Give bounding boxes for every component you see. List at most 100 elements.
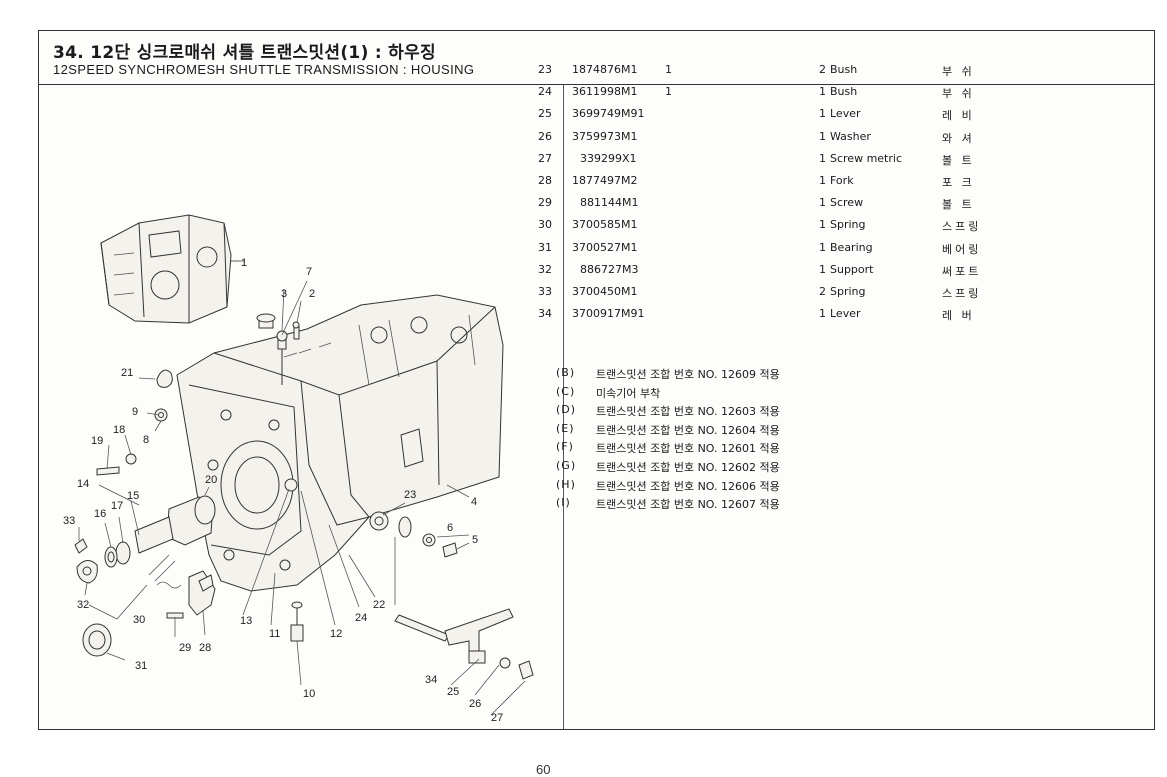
- parts-row: 27 339299X1 1 Screw metric 볼 트: [530, 149, 1010, 171]
- part-name-english: Support: [830, 262, 874, 276]
- callout-11: 11: [269, 628, 280, 640]
- callout-19: 19: [91, 435, 103, 447]
- shift-fork-illustration: [166, 570, 216, 619]
- transmission-overview-illustration: [100, 214, 245, 324]
- part-quantity: 1: [819, 218, 826, 232]
- part-name-english: Lever: [830, 307, 861, 321]
- part-ref-no: 28: [538, 173, 552, 187]
- note-text: 트랜스밋션 조합 번호 NO. 12602 적용: [596, 460, 780, 474]
- part-number: 1877497M2: [572, 173, 638, 187]
- part-number: 339299X1: [580, 151, 637, 165]
- page-number: 60: [536, 762, 551, 777]
- callout-15: 15: [127, 490, 139, 502]
- part-ref-no: 31: [538, 240, 552, 254]
- part-name-korean: 레 버: [942, 309, 975, 323]
- part-number: 3700450M1: [572, 284, 638, 298]
- part-name-english: Washer: [830, 129, 871, 143]
- part-name-english: Spring: [830, 284, 866, 298]
- note-text: 트랜스밋션 조합 번호 NO. 12607 적용: [596, 498, 780, 512]
- note-row: (H)트랜스밋션 조합 번호 NO. 12606 적용: [556, 476, 956, 495]
- part-quantity: 1: [819, 173, 826, 187]
- callout-12: 12: [330, 628, 342, 640]
- callout-labels: 1 2 3 4 5 6 7 8 9 10 11 12 13 14 15 16 1…: [63, 257, 503, 724]
- part-name-english: Screw: [830, 196, 864, 210]
- page-title-english: 12SPEED SYNCHROMESH SHUTTLE TRANSMISSION…: [53, 62, 475, 77]
- note-key: (F): [556, 440, 574, 454]
- note-row: (D)트랜스밋션 조합 번호 NO. 12603 적용: [556, 401, 956, 420]
- part-ref-no: 24: [538, 85, 552, 99]
- callout-17: 17: [111, 500, 123, 512]
- part-quantity: 2: [819, 63, 826, 76]
- part-ref-no: 30: [538, 218, 552, 232]
- part-name-english: Screw metric: [830, 151, 902, 165]
- callout-34: 34: [425, 674, 437, 686]
- lever-assembly-illustration: [394, 608, 534, 680]
- callout-14: 14: [77, 478, 89, 490]
- part-name-english: Lever: [830, 107, 861, 121]
- part-name-korean: 볼 트: [942, 153, 975, 167]
- note-key: (H): [556, 477, 576, 491]
- part-name-english: Bush: [830, 63, 858, 76]
- callout-33: 33: [63, 515, 75, 527]
- part-name-korean: 와 셔: [942, 131, 975, 145]
- part-number: 3700585M1: [572, 218, 638, 232]
- note-text: 트랜스밋션 조합 번호 NO. 12601 적용: [596, 442, 780, 456]
- callout-13: 13: [240, 615, 252, 627]
- callout-9: 9: [132, 406, 138, 418]
- part-ref-no: 26: [538, 129, 552, 143]
- note-key: (E): [556, 421, 575, 435]
- part-name-korean: 레 비: [942, 109, 975, 123]
- part-ref-no: 27: [538, 151, 552, 165]
- note-text: 미속기어 부착: [596, 386, 661, 400]
- note-text: 트랜스밋션 조합 번호 NO. 12603 적용: [596, 405, 780, 419]
- note-text: 트랜스밋션 조합 번호 NO. 12609 적용: [596, 368, 780, 381]
- part-number: 1874876M1: [572, 63, 638, 76]
- callout-25: 25: [447, 686, 459, 698]
- part-name-english: Spring: [830, 218, 866, 232]
- part-note-ref: 1: [665, 63, 672, 76]
- part-name-english: Bush: [830, 85, 858, 99]
- callout-31: 31: [135, 660, 147, 672]
- lower-bolts-illustration: [284, 478, 412, 642]
- callout-6: 6: [447, 522, 453, 534]
- part-number: 3700527M1: [572, 240, 638, 254]
- part-ref-no: 23: [538, 63, 552, 76]
- callout-3: 3: [281, 288, 287, 300]
- part-name-korean: 스프링: [942, 286, 982, 300]
- callout-5: 5: [472, 534, 478, 546]
- column-divider: [563, 85, 564, 729]
- note-key: (B): [556, 366, 576, 379]
- part-quantity: 1: [819, 107, 826, 121]
- callout-10: 10: [303, 688, 315, 700]
- note-key: (I): [556, 496, 571, 510]
- part-number: 3611998M1: [572, 85, 638, 99]
- page-header: 34. 12단 싱크로매쉬 셔틀 트랜스밋션(1) : 하우징 12SPEED …: [39, 31, 1154, 85]
- bolt-washer-illustration: [422, 533, 458, 558]
- page-title-korean: 34. 12단 싱크로매쉬 셔틀 트랜스밋션(1) : 하우징: [53, 43, 436, 63]
- diagram-drawing: 1 2 3 4 5 6 7 8 9 10 11 12 13 14 15 16 1…: [63, 214, 534, 724]
- callout-1: 1: [241, 257, 247, 269]
- callout-8: 8: [143, 434, 149, 446]
- part-name-korean: 부 쉬: [942, 87, 975, 101]
- note-row: (C)미속기어 부착: [556, 383, 956, 402]
- part-note-ref: 1: [665, 85, 672, 99]
- catalog-page: 34. 12단 싱크로매쉬 셔틀 트랜스밋션(1) : 하우징 12SPEED …: [38, 30, 1155, 777]
- part-quantity: 1: [819, 151, 826, 165]
- bearing-31-illustration: [82, 623, 112, 657]
- part-name-korean: 베어링: [942, 242, 982, 256]
- part-quantity: 1: [819, 129, 826, 143]
- note-row: (G)트랜스밋션 조합 번호 NO. 12602 적용: [556, 457, 956, 476]
- callout-20: 20: [205, 474, 217, 486]
- note-row: (B) 트랜스밋션 조합 번호 NO. 12609 적용: [556, 364, 956, 383]
- part-name-korean: 써포트: [942, 264, 982, 278]
